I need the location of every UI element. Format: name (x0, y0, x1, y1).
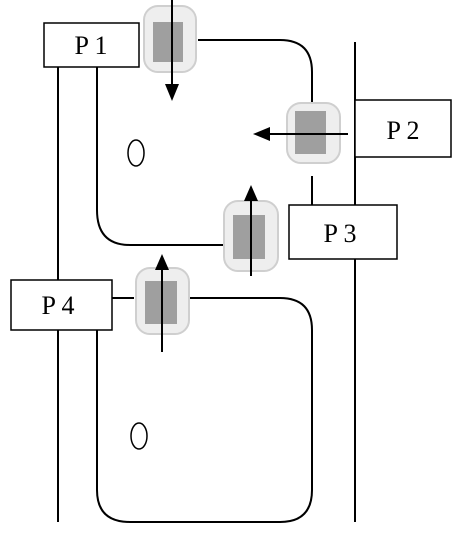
p4-label: P 4 (42, 291, 75, 320)
p1-box: P 1 (43, 22, 140, 68)
p3-box: P 3 (288, 204, 398, 260)
p2-left-arrow-icon (253, 127, 348, 141)
p2-box: P 2 (354, 99, 452, 158)
p4-up-arrow-icon (155, 254, 169, 352)
upper-region-outline (96, 39, 313, 246)
upper-oval-symbol (127, 139, 145, 167)
lower-region-outline (96, 297, 313, 523)
p4-box: P 4 (10, 279, 113, 331)
p3-label: P 3 (324, 219, 357, 248)
lower-oval-symbol (130, 422, 148, 450)
p3-up-arrow-icon (244, 185, 258, 276)
p1-transporter-marker (143, 5, 197, 73)
p2-label: P 2 (387, 116, 420, 145)
p1-label: P 1 (75, 31, 108, 60)
p1-down-arrow-icon (165, 0, 179, 101)
